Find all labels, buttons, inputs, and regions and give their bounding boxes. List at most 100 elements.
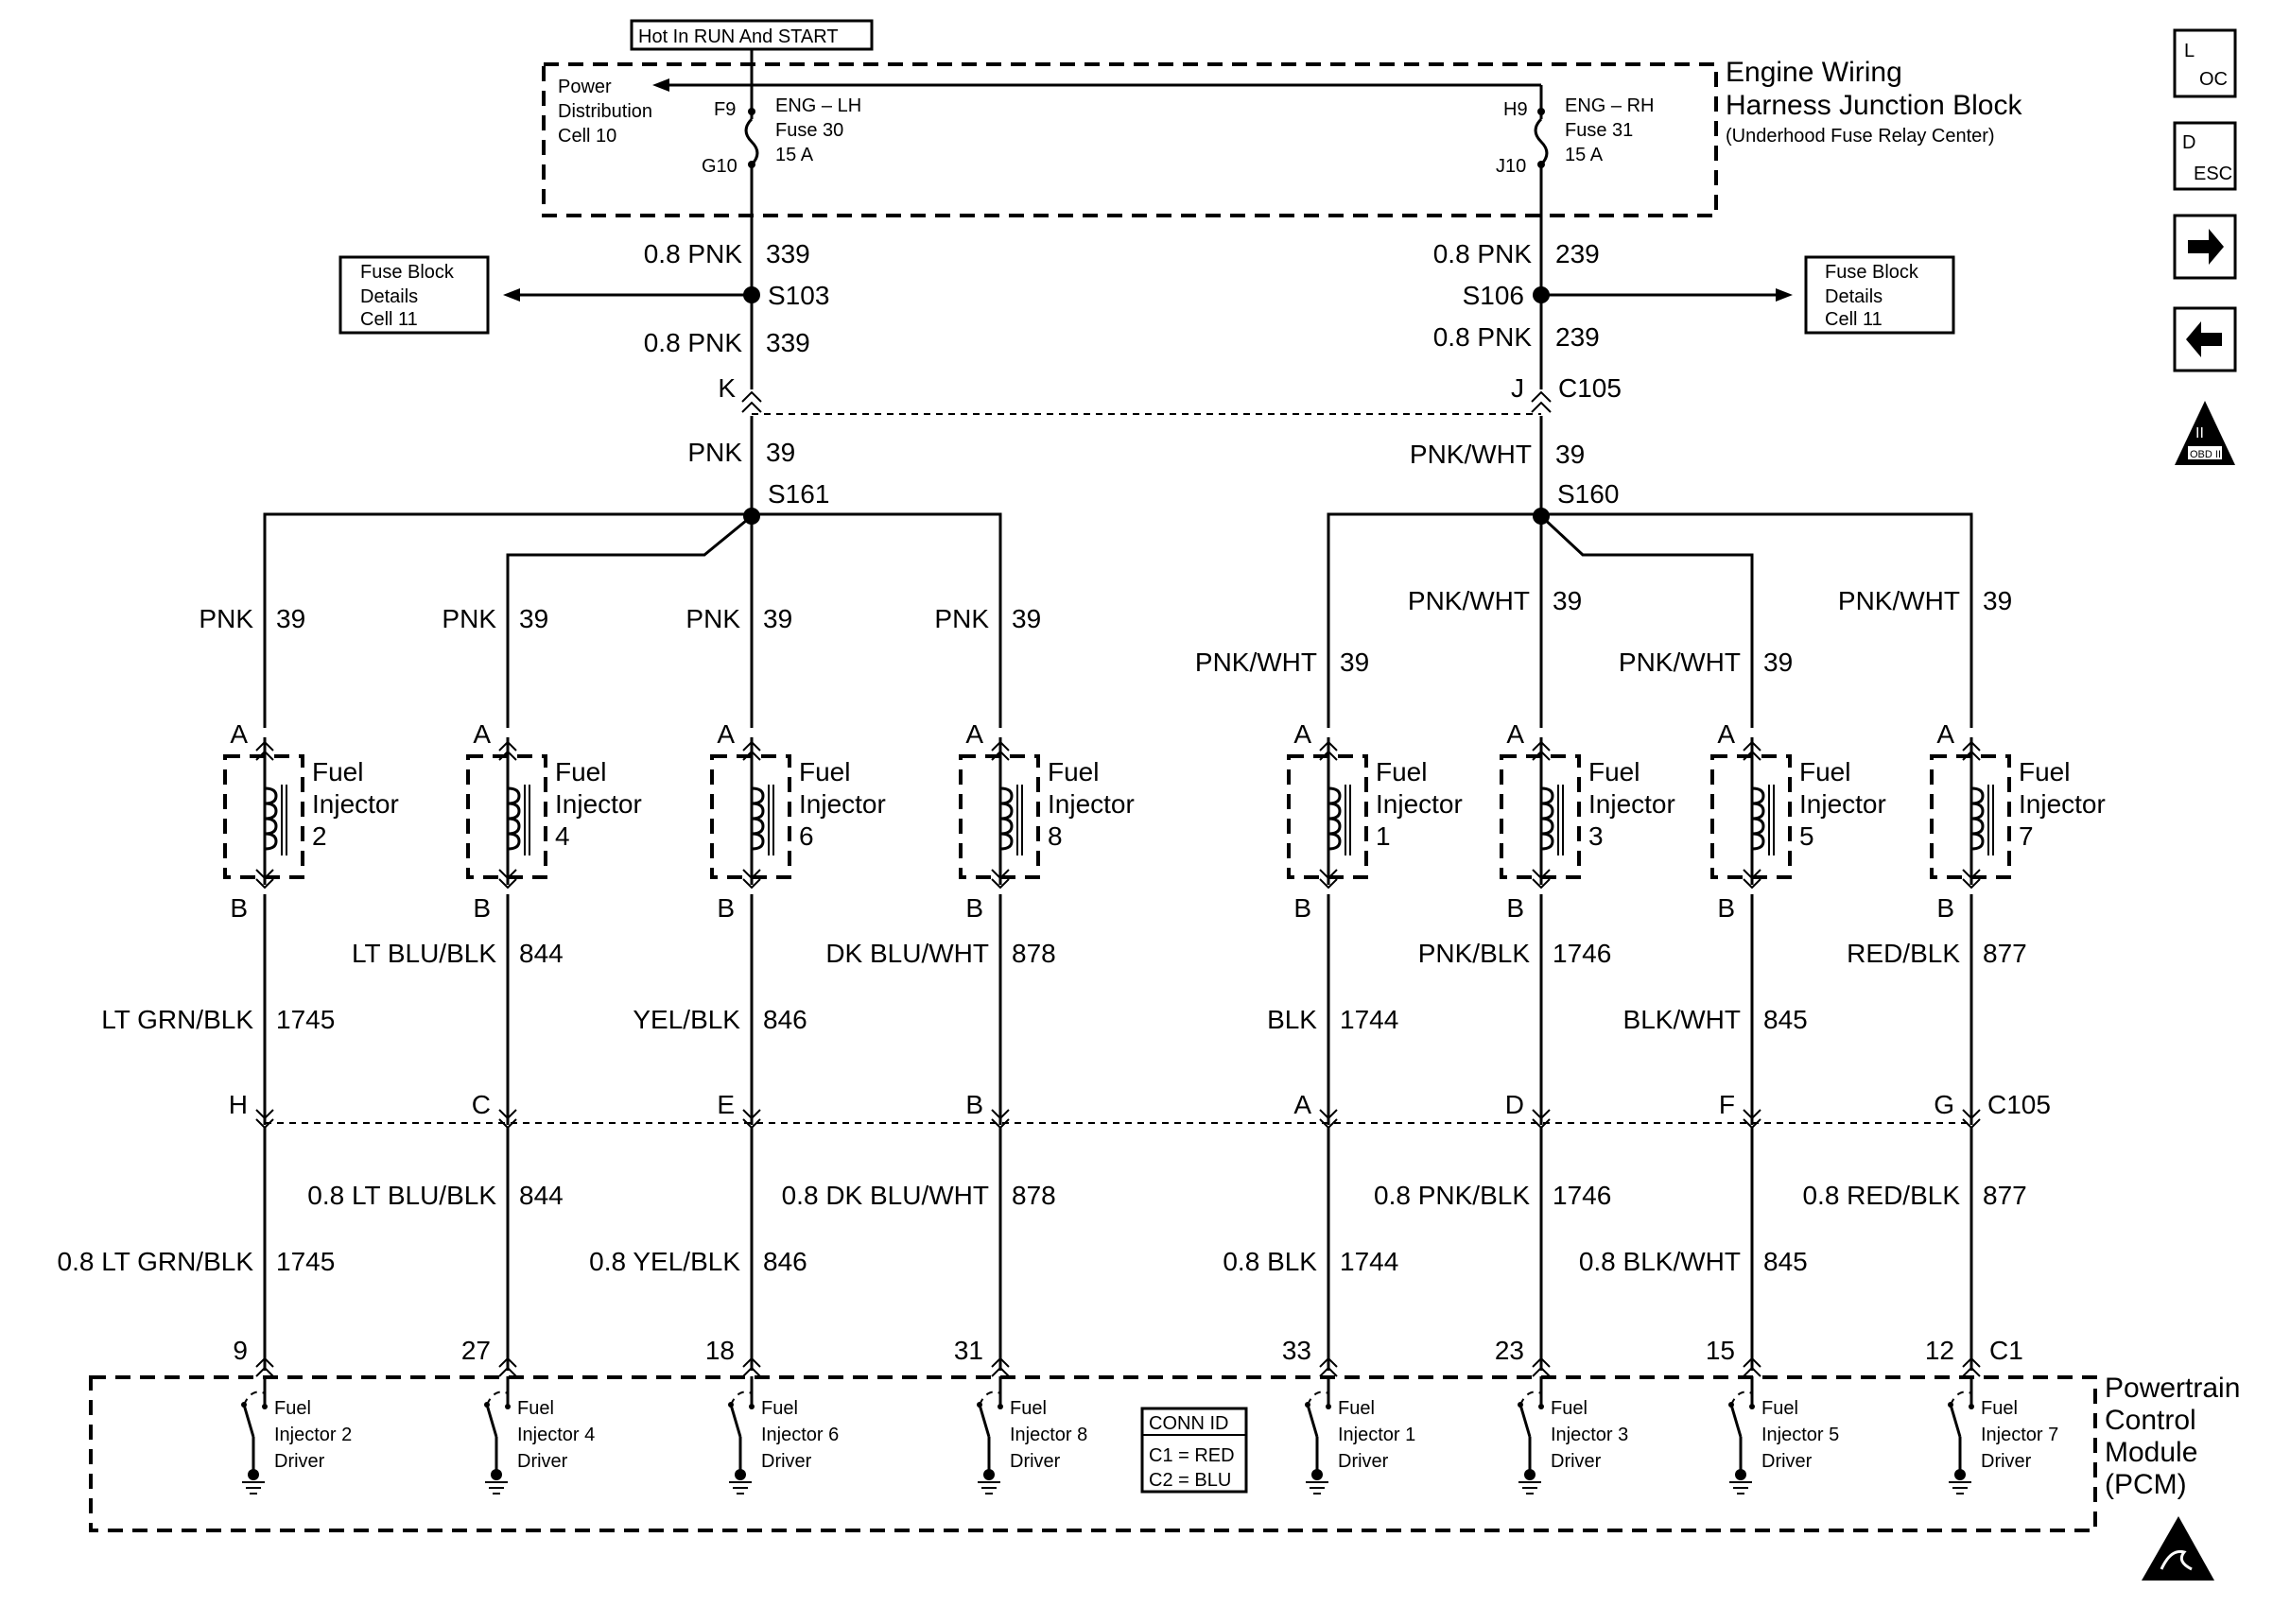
terminal-icon (1743, 869, 1761, 890)
injector-6-title: Fuel (799, 757, 850, 786)
ground-icon (1306, 1481, 1328, 1494)
power-dist-line1: Power (558, 77, 612, 97)
switch-blade-icon (978, 1404, 991, 1438)
injector-4-pcm-color: 0.8 LT BLU/BLK (307, 1181, 496, 1210)
injector-4-driver-line1: Fuel (517, 1398, 554, 1419)
injector-6-driver-line3: Driver (761, 1451, 812, 1472)
injector-5-out-circuit: 845 (1763, 1005, 1808, 1034)
injector-2-driver-line2: Injector 2 (274, 1425, 352, 1445)
obd-ii-icon[interactable]: II OBD II (2175, 401, 2235, 465)
injector-3-c105-pin: D (1505, 1090, 1524, 1119)
injector-7-pin-b: B (1936, 893, 1954, 923)
injector-8-pcm-pin: 31 (954, 1336, 983, 1365)
switch-pivot (241, 1402, 247, 1408)
injector-3-pcm-circuit: 1746 (1553, 1181, 1611, 1210)
injector-2-subtitle: Injector (312, 789, 399, 819)
fuse-block-ref-right-line3: Cell 11 (1825, 309, 1883, 330)
switch-contact (262, 1404, 268, 1409)
terminal-icon (255, 869, 274, 890)
injector-8-driver-line3: Driver (1010, 1451, 1061, 1472)
injector-1-driver-line2: Injector 1 (1338, 1425, 1415, 1445)
injector-4-title: Fuel (555, 757, 606, 786)
injector-7-in-color: PNK/WHT (1838, 586, 1960, 615)
prev-page-icon[interactable] (2173, 306, 2237, 372)
ground-icon (242, 1481, 265, 1494)
injector-3-driver-line2: Injector 3 (1551, 1425, 1628, 1445)
solenoid-coil-icon (1540, 786, 1554, 851)
desc-icon-big: D (2182, 132, 2195, 153)
fuse-31-bottom-pin: J10 (1496, 156, 1526, 177)
c105-lower-label: C105 (1987, 1090, 2051, 1119)
switch-pivot (1518, 1402, 1523, 1408)
switch-pivot (1948, 1402, 1953, 1408)
loc-icon-big: L (2184, 41, 2195, 61)
ground-node (491, 1469, 502, 1480)
loc-icon[interactable]: L OC (2173, 28, 2237, 98)
injector-3-pcm-pin: 23 (1495, 1336, 1524, 1365)
injector-8-title: Fuel (1048, 757, 1099, 786)
injector-3-pcm-color: 0.8 PNK/BLK (1374, 1181, 1530, 1210)
feed-left-upper-color: 0.8 PNK (644, 239, 743, 268)
feed-right-upper-circuit: 239 (1555, 239, 1600, 268)
terminal-icon (1962, 869, 1981, 890)
junction-block-title-1: Engine Wiring (1726, 57, 1902, 88)
injector-1-title: Fuel (1376, 757, 1427, 786)
terminal-icon (1962, 1356, 1981, 1377)
ground-icon (1949, 1481, 1971, 1494)
injector-8-driver-line2: Injector 8 (1010, 1425, 1087, 1445)
distribution-right (1327, 512, 1973, 728)
injector-1-driver-line1: Fuel (1338, 1398, 1375, 1419)
injector-3-title: Fuel (1588, 757, 1640, 786)
splice-s103-label: S103 (768, 281, 829, 310)
injector-8-pin-a: A (965, 719, 983, 749)
injector-2-pcm-pin: 9 (233, 1336, 248, 1365)
desc-icon[interactable]: D ESC (2173, 121, 2237, 191)
injector-7-driver-line3: Driver (1981, 1451, 2032, 1472)
injector-8-in-color: PNK (934, 604, 989, 633)
fuse-block-ref-left[interactable]: Fuse Block Details Cell 11 (338, 255, 490, 335)
injector-8-subtitle: Injector (1048, 789, 1135, 819)
splice-s106-label: S106 (1463, 281, 1524, 310)
injector-3-number: 3 (1588, 821, 1604, 851)
feed-right-color: PNK/WHT (1410, 440, 1532, 469)
injector-6-pcm-pin: 18 (705, 1336, 735, 1365)
injector-3-in-circuit: 39 (1553, 586, 1582, 615)
injector-2-pcm-circuit: 1745 (276, 1247, 335, 1276)
injector-5-driver-line3: Driver (1761, 1451, 1813, 1472)
ground-node (735, 1469, 746, 1480)
terminal-icon (742, 1356, 761, 1377)
injector-6-pcm-circuit: 846 (763, 1247, 807, 1276)
dist-wire-inj1 (1327, 512, 1541, 728)
fuse-block-ref-left-box[interactable] (338, 255, 490, 335)
fuse-block-ref-left-line3: Cell 11 (360, 309, 418, 330)
injector-7-title: Fuel (2019, 757, 2070, 786)
junction-block-subtitle: (Underhood Fuse Relay Center) (1726, 126, 1995, 147)
injector-7-driver-line1: Fuel (1981, 1398, 2018, 1419)
solenoid-coil-icon (1751, 786, 1765, 851)
ground-icon (1729, 1481, 1752, 1494)
next-page-icon[interactable] (2173, 214, 2237, 280)
fuse-block-ref-right[interactable]: Fuse Block Details Cell 11 (1804, 255, 1955, 335)
injector-5-out-color: BLK/WHT (1623, 1005, 1741, 1034)
injector-2-c105-pin: H (229, 1090, 248, 1119)
injector-4-out-color: LT BLU/BLK (352, 939, 496, 968)
ground-node (1311, 1469, 1323, 1480)
switch-control-icon (979, 1391, 1001, 1406)
injector-6-c105-pin: E (717, 1090, 735, 1119)
injector-4-pcm-circuit: 844 (519, 1181, 564, 1210)
fuse-30: F9 G10 ENG – LH Fuse 30 15 A (702, 85, 861, 177)
terminal-icon (991, 869, 1010, 890)
ground-icon (729, 1481, 752, 1494)
fuse-block-ref-right-box[interactable] (1804, 255, 1955, 335)
injector-8-out-circuit: 878 (1012, 939, 1056, 968)
injector-7-in-circuit: 39 (1983, 586, 2012, 615)
feed-left-circuit: 39 (766, 438, 795, 467)
injector-1-c105-pin: A (1293, 1090, 1311, 1119)
injector-1-pcm-pin: 33 (1282, 1336, 1311, 1365)
injector-3-pin-a: A (1506, 719, 1524, 749)
injector-1-pin-b: B (1293, 893, 1311, 923)
injector-6-out-color: YEL/BLK (633, 1005, 740, 1034)
obd-icon-bottom: OBD II (2190, 449, 2221, 460)
